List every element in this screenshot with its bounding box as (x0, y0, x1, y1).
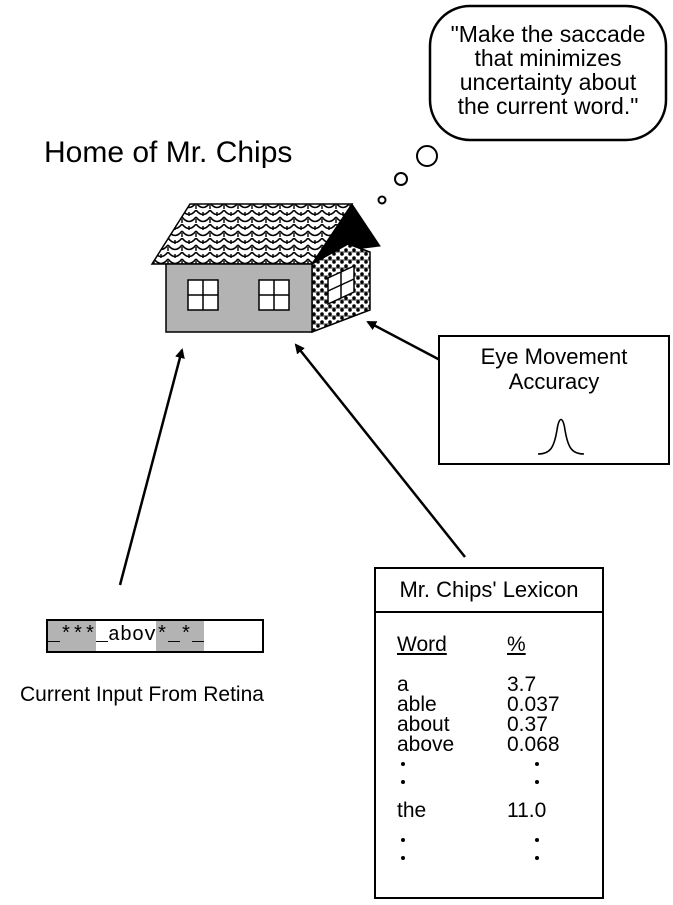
arrow-accuracy-to-house (366, 320, 441, 362)
retina-segment-visible: _abov (96, 621, 157, 651)
retina-input-strip: _*** _abov *_*_ (46, 619, 264, 653)
arrow-lexicon-to-house (294, 343, 466, 558)
lexicon-rows: a 3.7 able 0.037 about 0.37 above 0.068 … (397, 673, 597, 867)
eye-movement-line: Accuracy (508, 369, 600, 394)
lexicon-title: Mr. Chips' Lexicon (399, 577, 579, 602)
thought-trail (377, 145, 438, 205)
house-window-left (187, 279, 219, 311)
thought-line: that minimizes (474, 45, 622, 71)
lexicon-ellipsis (397, 773, 597, 791)
diagram-title: Home of Mr. Chips (44, 136, 293, 169)
lexicon-row: about 0.37 (397, 713, 597, 736)
lexicon-box (374, 567, 604, 899)
gaussian-curve-icon (537, 418, 585, 455)
house-illustration (150, 203, 381, 334)
lexicon-percent: 0.37 (507, 713, 548, 736)
lexicon-row: the 11.0 (397, 799, 597, 822)
house-window-right (258, 279, 290, 311)
thought-line: uncertainty about (459, 69, 637, 95)
lexicon-word: able (397, 693, 437, 716)
retina-input-caption: Current Input From Retina (20, 683, 264, 706)
lexicon-percent: 0.037 (507, 693, 560, 716)
arrow-retina-to-house (118, 348, 185, 586)
lexicon-percent: 11.0 (507, 799, 547, 822)
lexicon-divider (374, 611, 604, 613)
lexicon-header-word: Word (397, 633, 447, 656)
lexicon-ellipsis (397, 755, 597, 773)
lexicon-word: about (397, 713, 450, 736)
lexicon-row: able 0.037 (397, 693, 597, 716)
lexicon-percent: 3.7 (507, 673, 537, 696)
lexicon-word: above (397, 733, 455, 756)
thought-line: the current word." (457, 93, 639, 119)
lexicon-row: a 3.7 (397, 673, 597, 696)
eye-movement-label: Eye Movement Accuracy (438, 344, 670, 394)
lexicon-word: the (397, 799, 427, 822)
lexicon-ellipsis (397, 849, 597, 867)
lexicon-header-percent: % (507, 633, 526, 656)
lexicon-word: a (397, 673, 409, 696)
retina-segment-masked: _*** (48, 621, 97, 651)
eye-movement-line: Eye Movement (480, 344, 628, 369)
lexicon-row: above 0.068 (397, 733, 597, 756)
lexicon-percent: 0.068 (507, 733, 560, 756)
thought-bubble (428, 4, 668, 142)
lexicon-ellipsis (397, 831, 597, 849)
thought-line: "Make the saccade (450, 21, 646, 47)
thought-bubble-text: "Make the saccade that minimizes uncerta… (428, 22, 668, 118)
retina-segment-masked: *_*_ (156, 621, 205, 651)
